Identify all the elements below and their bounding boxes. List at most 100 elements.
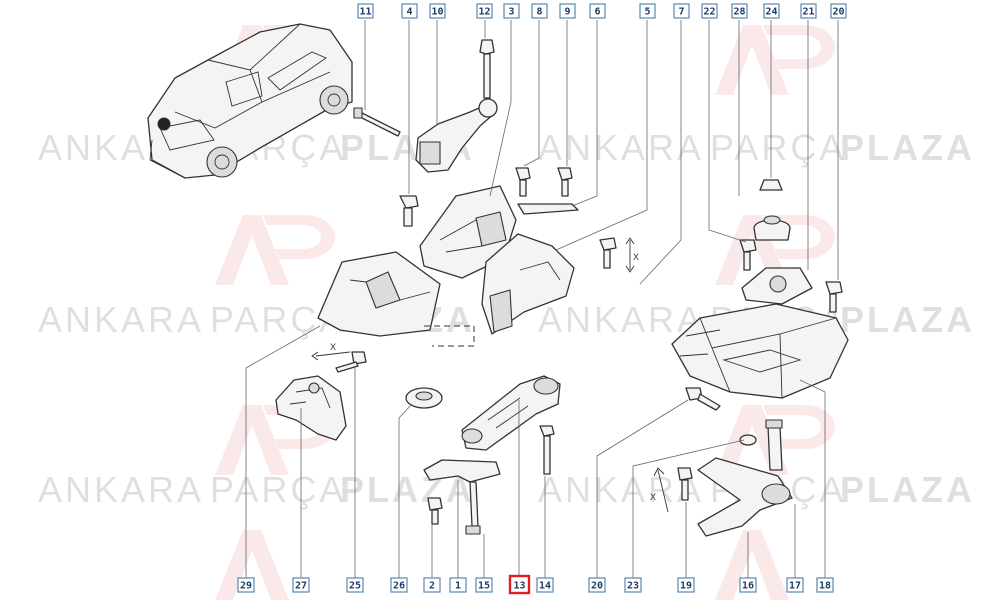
callout-13-highlighted[interactable]: 13 (508, 574, 531, 595)
callout-14[interactable]: 14 (536, 577, 554, 593)
mount-plate-21 (741, 267, 813, 305)
bracket-27 (275, 375, 347, 441)
callout-5[interactable]: 5 (639, 3, 656, 19)
bolt-11 (353, 107, 401, 137)
lower-mount-16 (697, 457, 793, 537)
svg-text:4: 4 (406, 7, 412, 18)
callout-20[interactable]: 20 (830, 3, 847, 19)
callout-18[interactable]: 18 (816, 577, 834, 593)
car-illustration (147, 23, 353, 179)
callout-19[interactable]: 19 (677, 577, 695, 593)
callout-11[interactable]: 11 (357, 3, 374, 19)
svg-text:26: 26 (393, 581, 405, 592)
svg-text:9: 9 (564, 7, 570, 18)
nut-28 (759, 179, 783, 191)
callout-25[interactable]: 25 (346, 577, 364, 593)
bolt-14 (539, 425, 555, 475)
watermark-word-parca: PARÇA (710, 127, 846, 168)
clip-6 (517, 203, 579, 215)
svg-text:16: 16 (742, 581, 754, 592)
bolt-9 (557, 167, 573, 197)
callout-10[interactable]: 10 (429, 3, 446, 19)
support-bracket-5 (481, 233, 575, 335)
bolt-17 (765, 419, 783, 471)
washer-20b (739, 434, 757, 446)
callout-1[interactable]: 1 (449, 577, 467, 593)
svg-text:10: 10 (431, 7, 443, 18)
torque-link-10 (415, 98, 498, 173)
svg-text:25: 25 (349, 581, 361, 592)
callout-8[interactable]: 8 (531, 3, 548, 19)
callout-23[interactable]: 23 (624, 577, 642, 593)
svg-text:21: 21 (802, 7, 814, 18)
watermark-word-ankara: ANKARA (38, 299, 204, 340)
bolt-22 (739, 239, 757, 271)
callout-17[interactable]: 17 (786, 577, 804, 593)
watermark-word-plaza: PLAZA (840, 299, 975, 340)
subframe-18 (671, 303, 849, 399)
watermark-word-plaza: PLAZA (840, 469, 975, 510)
svg-text:20: 20 (832, 7, 844, 18)
callout-24[interactable]: 24 (763, 3, 780, 19)
callout-6[interactable]: 6 (589, 3, 606, 19)
callout-16[interactable]: 16 (739, 577, 757, 593)
callout-9[interactable]: 9 (559, 3, 576, 19)
svg-text:20: 20 (591, 581, 603, 592)
svg-text:8: 8 (536, 7, 542, 18)
callouts-top: 11 4 10 12 3 8 9 6 5 7 22 28 24 21 20 (357, 3, 847, 19)
svg-text:12: 12 (478, 7, 490, 18)
bolt-12 (479, 39, 495, 99)
svg-text:1: 1 (455, 581, 461, 592)
svg-text:19: 19 (680, 581, 692, 592)
bolt-2 (427, 497, 443, 525)
callout-7[interactable]: 7 (673, 3, 690, 19)
svg-text:2: 2 (429, 581, 435, 592)
watermark-word-ankara: ANKARA (538, 469, 704, 510)
callout-15[interactable]: 15 (475, 577, 493, 593)
axis-label-x: X (650, 492, 656, 502)
bushing-26 (405, 387, 443, 409)
axis-label-x: X (330, 342, 336, 352)
callout-2[interactable]: 2 (423, 577, 441, 593)
watermark-word-plaza: PLAZA (840, 127, 975, 168)
svg-text:14: 14 (539, 581, 551, 592)
svg-text:11: 11 (359, 7, 371, 18)
callout-27[interactable]: 27 (292, 577, 310, 593)
svg-text:24: 24 (765, 7, 777, 18)
bolt-25 (335, 351, 367, 373)
svg-text:28: 28 (733, 7, 745, 18)
callout-29[interactable]: 29 (237, 577, 255, 593)
watermark-word-ankara: ANKARA (38, 469, 204, 510)
svg-text:6: 6 (594, 7, 600, 18)
svg-text:23: 23 (627, 581, 639, 592)
bolt-15 (465, 481, 481, 535)
svg-text:27: 27 (295, 581, 307, 592)
svg-text:5: 5 (644, 7, 650, 18)
watermark-word-parca: PARÇA (210, 469, 346, 510)
callout-12[interactable]: 12 (476, 3, 493, 19)
bolt-23 (685, 387, 721, 411)
plate-1 (423, 459, 501, 483)
axis-label-x: X (633, 252, 639, 262)
svg-text:15: 15 (478, 581, 490, 592)
watermark-word-ankara: ANKARA (538, 127, 704, 168)
watermark-row-3: ANKARA PARÇA PLAZA ANKARA PARÇA PLAZA (38, 469, 975, 510)
callout-28[interactable]: 28 (731, 3, 748, 19)
mount-guide-dashed (424, 325, 475, 347)
leader-lines (245, 20, 839, 578)
torque-rod-13 (461, 375, 561, 451)
callout-22[interactable]: 22 (701, 3, 718, 19)
callout-3[interactable]: 3 (503, 3, 520, 19)
bolt-19 (677, 467, 693, 501)
svg-text:22: 22 (703, 7, 715, 18)
rubber-pad-24 (753, 215, 791, 241)
axis-arrow-x (625, 237, 635, 273)
callout-20-bottom[interactable]: 20 (588, 577, 606, 593)
bolt-20 (825, 281, 843, 313)
callout-4[interactable]: 4 (401, 3, 418, 19)
watermark-word-ankara: ANKARA (538, 299, 704, 340)
bolt-8 (515, 167, 531, 197)
callout-26[interactable]: 26 (390, 577, 408, 593)
axis-arrow-x2 (653, 467, 669, 513)
callout-21[interactable]: 21 (800, 3, 817, 19)
